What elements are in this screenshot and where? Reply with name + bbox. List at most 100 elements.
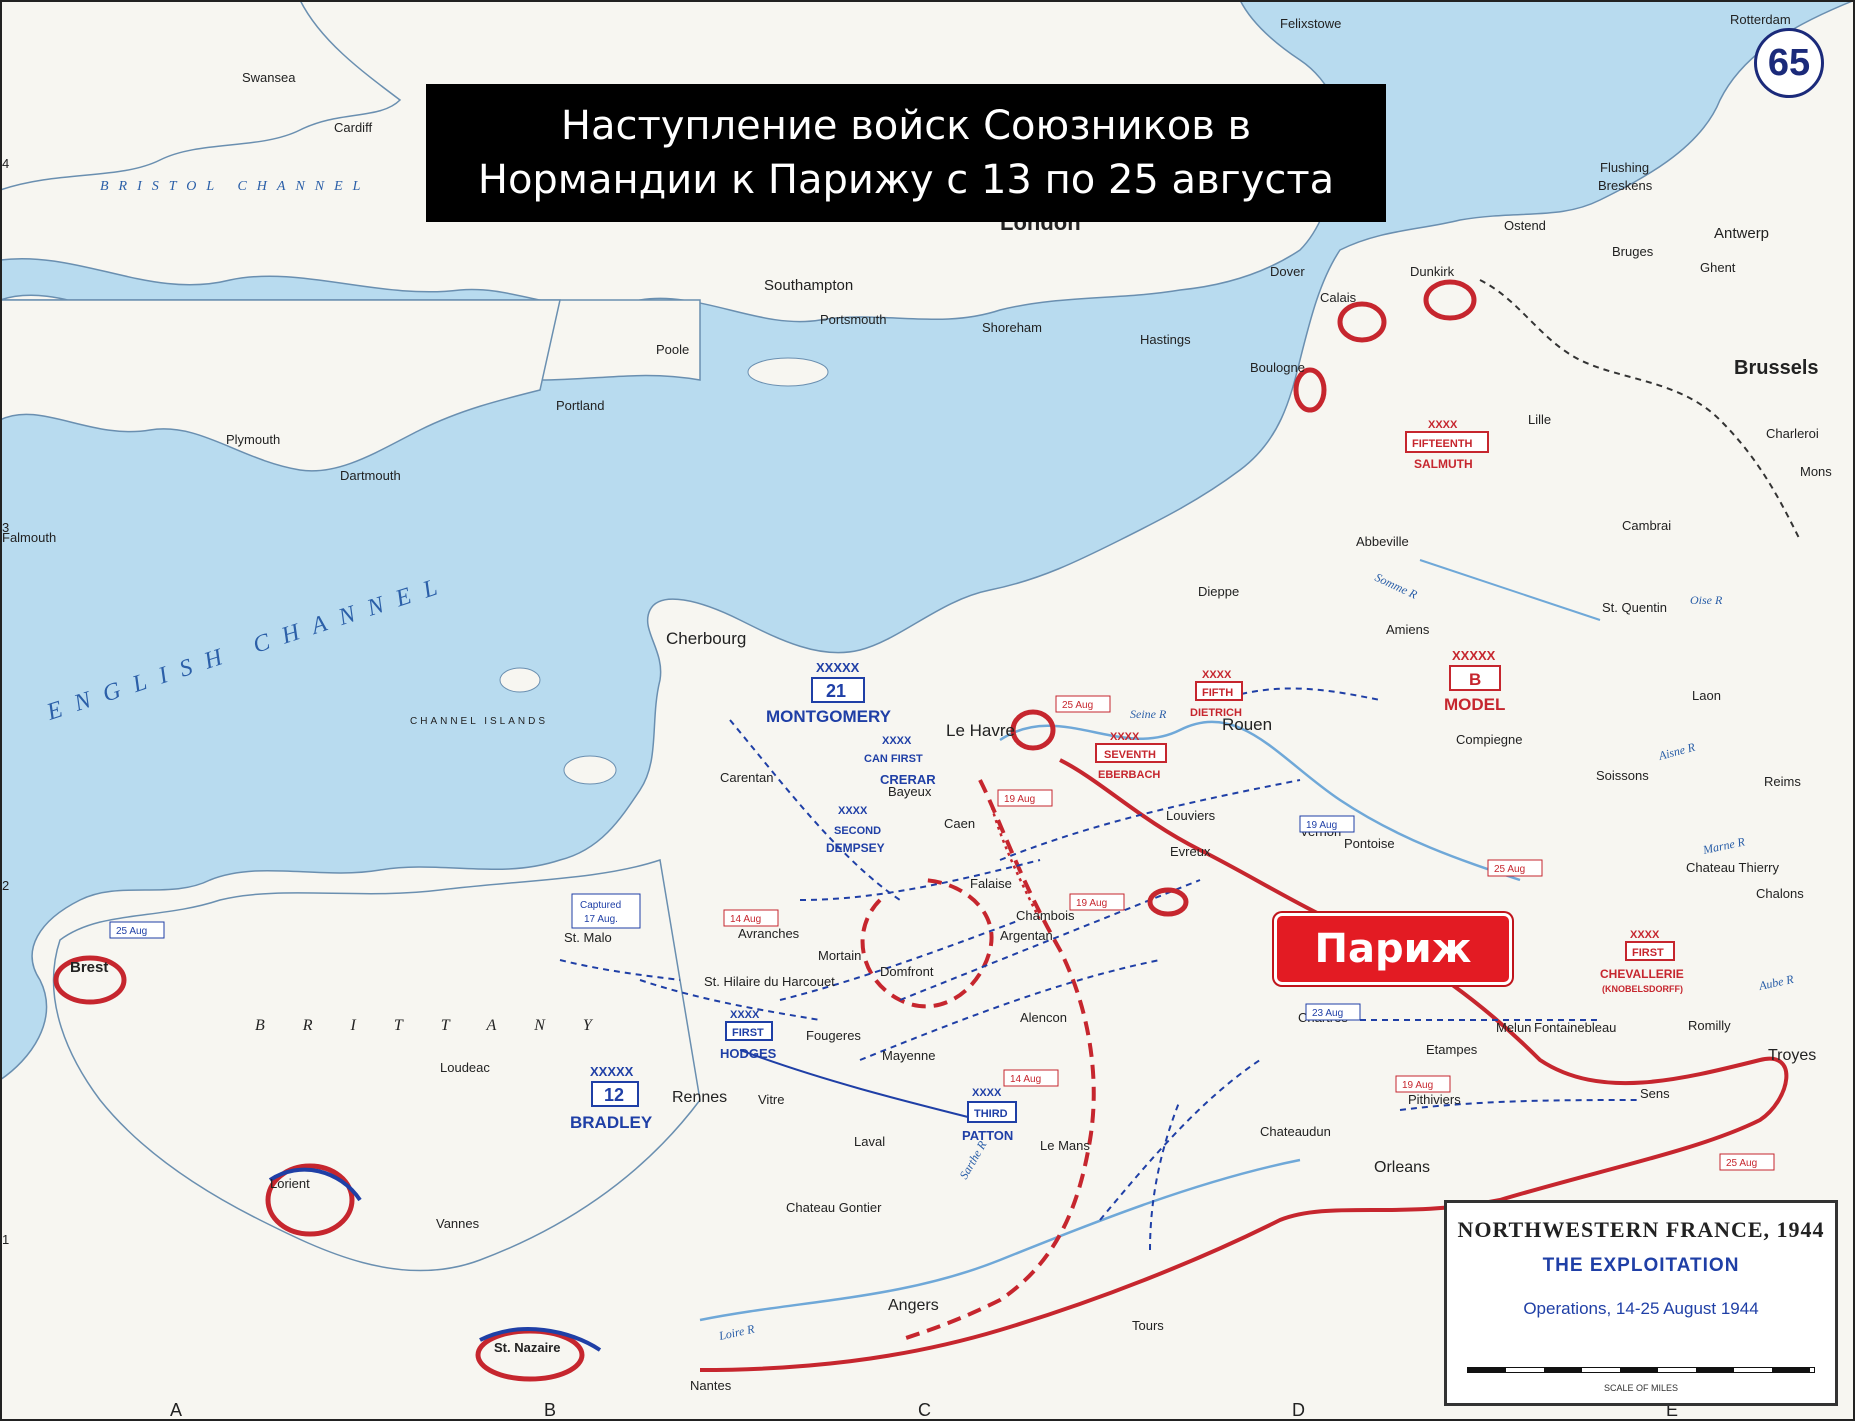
place-vitre: Vitre bbox=[758, 1092, 785, 1107]
unit-box bbox=[967, 1101, 1017, 1123]
date-tag: 19 Aug bbox=[1069, 893, 1125, 911]
place-cherbourg: Cherbourg bbox=[666, 629, 746, 648]
svg-text:19 Aug: 19 Aug bbox=[1402, 1080, 1433, 1091]
place-domfront: Domfront bbox=[880, 964, 934, 979]
unit-army-group-b: XXXXX B MODEL bbox=[1444, 648, 1505, 714]
date-tag: 14 Aug bbox=[1003, 1069, 1059, 1087]
unit-box bbox=[1095, 743, 1167, 763]
svg-text:25 Aug: 25 Aug bbox=[1726, 1158, 1757, 1169]
brittany-land bbox=[52, 859, 701, 1272]
place-swansea: Swansea bbox=[242, 70, 296, 85]
place-le-mans: Le Mans bbox=[1040, 1138, 1090, 1153]
place-pithiviers: Pithiviers bbox=[1408, 1092, 1461, 1107]
svg-text:19 Aug: 19 Aug bbox=[1076, 898, 1107, 909]
place-chateau-thierry: Chateau Thierry bbox=[1686, 860, 1779, 875]
place-cambrai: Cambrai bbox=[1622, 518, 1671, 533]
unit-number: 12 bbox=[604, 1085, 624, 1105]
somme-river bbox=[1419, 559, 1601, 621]
place-dunkirk: Dunkirk bbox=[1410, 264, 1455, 279]
place-laon: Laon bbox=[1692, 688, 1721, 703]
unit-box bbox=[1195, 681, 1243, 701]
map-legend-inset: NORTHWESTERN FRANCE, 1944 THE EXPLOITATI… bbox=[1444, 1200, 1838, 1406]
place-hastings: Hastings bbox=[1140, 332, 1191, 347]
place-chateaudun: Chateaudun bbox=[1260, 1124, 1331, 1139]
place-melun: Melun bbox=[1496, 1020, 1531, 1035]
place-avranches: Avranches bbox=[738, 926, 800, 941]
date-tag: 25 Aug bbox=[109, 921, 165, 939]
place-brest: Brest bbox=[70, 959, 108, 976]
unit-box bbox=[591, 1081, 639, 1107]
unit-labels: XXXXX 21 MONTGOMERY XXXX CAN FIRST CRERA… bbox=[570, 419, 1684, 1143]
place-antwerp: Antwerp bbox=[1714, 225, 1769, 242]
map-title-line-2: Нормандии к Парижу с 13 по 25 августа bbox=[477, 157, 1335, 203]
grid-number: 3 bbox=[2, 520, 9, 535]
place-chateau-gontier: Chateau Gontier bbox=[786, 1200, 882, 1215]
le-havre-pocket bbox=[1010, 709, 1056, 751]
unit-symbol: XXXX bbox=[972, 1087, 1002, 1099]
unit-seventh-army: XXXX SEVENTH EBERBACH bbox=[1095, 731, 1167, 781]
unit-commander: SALMUTH bbox=[1414, 457, 1473, 471]
place-evreux: Evreux bbox=[1170, 844, 1211, 859]
place-ostend: Ostend bbox=[1504, 218, 1546, 233]
red-ring bbox=[1147, 887, 1189, 917]
advance-arrow bbox=[859, 959, 1161, 1061]
place-portsmouth: Portsmouth bbox=[820, 312, 886, 327]
svg-text:Captured: Captured bbox=[580, 900, 621, 911]
unit-commander: DIETRICH bbox=[1190, 707, 1242, 719]
place-romilly: Romilly bbox=[1688, 1018, 1731, 1033]
unit-box bbox=[725, 1021, 773, 1041]
place-vannes: Vannes bbox=[436, 1216, 480, 1231]
unit-fifteenth-army: XXXX FIFTEENTH SALMUTH bbox=[1405, 419, 1489, 471]
unit-number: FIFTH bbox=[1202, 687, 1233, 699]
advance-arrow bbox=[779, 919, 1021, 1001]
place-argentan: Argentan bbox=[1000, 928, 1053, 943]
place-shoreham: Shoreham bbox=[982, 320, 1042, 335]
place-chalons: Chalons bbox=[1756, 886, 1804, 901]
place-abbeville: Abbeville bbox=[1356, 534, 1409, 549]
place-angers: Angers bbox=[888, 1297, 939, 1314]
place-sens: Sens bbox=[1640, 1086, 1670, 1101]
isle-of-wight bbox=[747, 357, 829, 387]
map-title-box: Наступление войск Союзников в Нормандии … bbox=[426, 84, 1386, 222]
unit-number: THIRD bbox=[974, 1108, 1008, 1120]
place-bruges: Bruges bbox=[1612, 244, 1654, 259]
unit-commander: PATTON bbox=[962, 1128, 1013, 1143]
unit-can-first-army: XXXX CAN FIRST CRERAR bbox=[864, 735, 936, 787]
unit-symbol: XXXX bbox=[882, 735, 912, 747]
place-reims: Reims bbox=[1764, 774, 1801, 789]
unit-symbol: XXXX bbox=[838, 805, 868, 817]
place-st-hilaire: St. Hilaire du Harcouet bbox=[704, 974, 835, 989]
grid-letter: C bbox=[918, 1400, 931, 1420]
unit-box bbox=[1625, 941, 1675, 961]
place-fougeres: Fougeres bbox=[806, 1028, 861, 1043]
advance-arrow bbox=[1399, 1099, 1641, 1111]
place-dover: Dover bbox=[1270, 264, 1305, 279]
advance-arrow bbox=[1149, 1099, 1181, 1251]
svg-text:14 Aug: 14 Aug bbox=[730, 914, 761, 925]
unit-number: CAN FIRST bbox=[864, 753, 923, 765]
grid-number: 1 bbox=[2, 1232, 9, 1247]
place-flushing: Flushing bbox=[1600, 160, 1649, 175]
unit-symbol: XXXX bbox=[730, 1009, 760, 1021]
place-alencon: Alencon bbox=[1020, 1010, 1067, 1025]
unit-number: SECOND bbox=[834, 825, 881, 837]
svg-text:14 Aug: 14 Aug bbox=[1010, 1074, 1041, 1085]
unit-symbol: XXXXX bbox=[1452, 648, 1496, 663]
place-mortain: Mortain bbox=[818, 948, 861, 963]
date-tag: 25 Aug bbox=[1719, 1153, 1775, 1171]
unit-12-army-group: XXXXX 12 BRADLEY bbox=[570, 1064, 653, 1132]
place-bayeux: Bayeux bbox=[888, 784, 932, 799]
place-carentan: Carentan bbox=[720, 770, 773, 785]
unit-commander: CRERAR bbox=[880, 772, 936, 787]
unit-symbol: XXXXX bbox=[590, 1064, 634, 1079]
unit-first-army: XXXX FIRST HODGES bbox=[720, 1009, 777, 1061]
date-tag: 19 Aug bbox=[997, 789, 1053, 807]
bristol-channel-label: BRISTOL CHANNEL bbox=[100, 179, 370, 194]
place-nantes: Nantes bbox=[690, 1378, 732, 1393]
place-troyes: Troyes bbox=[1768, 1047, 1816, 1064]
place-cardiff: Cardiff bbox=[334, 120, 372, 135]
allied-siege-lines bbox=[268, 1167, 602, 1352]
wales-land bbox=[0, 0, 402, 191]
